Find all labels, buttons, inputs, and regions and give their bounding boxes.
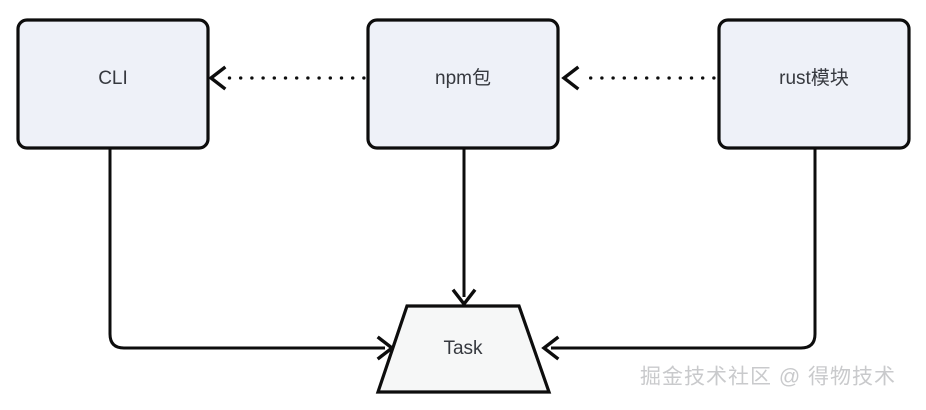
- node-rust-label: rust模块: [779, 67, 849, 89]
- edge-npm-to-cli-arrowhead-icon: [208, 65, 227, 91]
- watermark-label: 掘金技术社区 @ 得物技术: [640, 366, 896, 389]
- edge-rust-to-task-line: [551, 148, 817, 350]
- node-task-shape[interactable]: [375, 304, 552, 394]
- node-cli-label: CLI: [98, 68, 128, 89]
- edge-rust-to-npm-arrowhead-icon: [561, 65, 580, 91]
- edge-cli-to-task: [108, 148, 395, 361]
- edge-cli-to-task-line: [108, 148, 385, 350]
- node-cli-shape[interactable]: [16, 18, 210, 150]
- node-rust[interactable]: rust模块: [717, 18, 911, 150]
- node-cli[interactable]: CLI: [16, 18, 210, 150]
- node-npm[interactable]: npm包: [366, 18, 560, 150]
- edge-npm-to-task: [451, 148, 477, 307]
- edge-npm-to-task-arrowhead-icon: [451, 288, 477, 307]
- node-task[interactable]: Task: [375, 304, 552, 394]
- node-rust-shape[interactable]: [717, 18, 911, 150]
- edge-rust-to-task-arrowhead-icon: [541, 335, 560, 361]
- edge-rust-to-task: [541, 148, 817, 361]
- node-task-label: Task: [443, 338, 483, 359]
- edge-npm-to-cli: [208, 65, 366, 91]
- edge-rust-to-npm: [561, 65, 716, 91]
- node-npm-label: npm包: [435, 67, 491, 89]
- node-npm-shape[interactable]: [366, 18, 560, 150]
